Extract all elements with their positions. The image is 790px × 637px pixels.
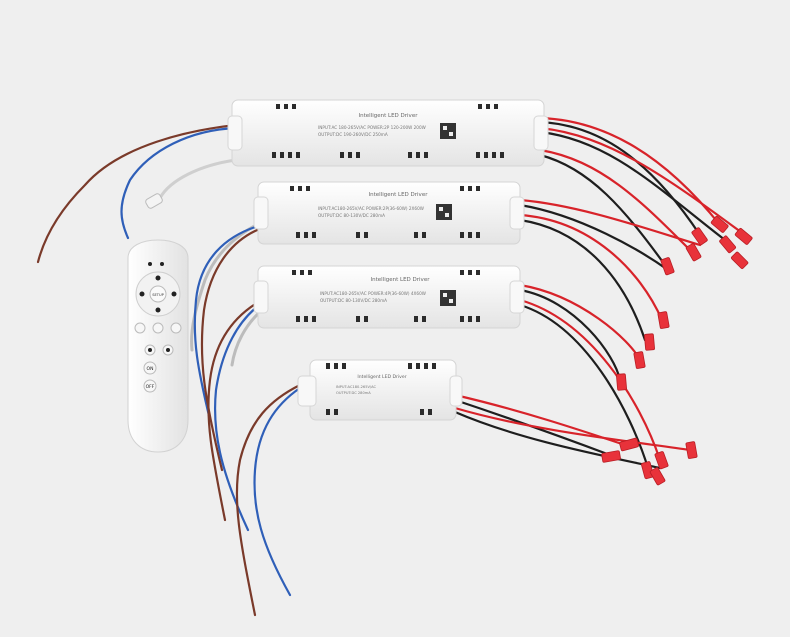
on-label: ON [147,366,154,372]
driver-2-spec-2: OUTPUT:DC 80-130V/DC 280mA [318,213,385,218]
setup-button [149,285,167,303]
led-driver-1: Intelligent LED Driver INPUT:AC 180-265V… [227,99,549,167]
driver-3-spec-1: INPUT:AC180-265V/AC POWER:4P(36-60W) 4X6… [320,291,426,296]
scene-button-1 [134,322,146,334]
night-icon [148,262,152,266]
driver-1-brand: Intelligent LED Driver [359,113,419,119]
brightness-down-icon [155,307,161,313]
output-wires [453,116,747,470]
driver-4-brand: Intelligent LED Driver [357,374,406,380]
driver-2-spec-1: INPUT:AC180-265V/AC POWER:2P(36-60W) 2X6… [318,206,424,211]
led-driver-4: Intelligent LED Driver INPUT:AC180-265V/… [297,359,463,421]
qr-code [440,123,456,139]
driver-3-spec-2: OUTPUT:DC 80-130V/DC 280mA [320,298,387,303]
scene-button-3 [170,322,182,334]
input-wires [36,123,302,617]
moon-icon [148,348,152,352]
driver-4-spec-2: OUTPUT:DC 280mA [336,391,371,395]
brightness-up-icon [155,275,161,281]
scene-button-2 [152,322,164,334]
off-button [143,379,157,393]
led-driver-3: Intelligent LED Driver INPUT:AC180-265V/… [253,265,525,329]
setup-label: SETUP [152,293,164,297]
mode-icon [160,262,164,266]
driver-1-spec-1: INPUT:AC 180-265V/AC POWER:2P 120-200W 2… [318,125,426,130]
cool-light-icon [171,291,177,297]
on-button [143,361,157,375]
sun-icon [166,348,170,352]
qr-code [440,290,456,306]
output-connectors [601,216,753,486]
driver-2-brand: Intelligent LED Driver [369,192,429,198]
warm-light-icon [139,291,145,297]
driver-1-spec-2: OUTPUT:DC 190-260V/DC 250mA [318,132,388,137]
driver-4-spec-1: INPUT:AC180-265V/AC [336,385,377,389]
driver-3-brand: Intelligent LED Driver [371,277,431,283]
remote-control: SETUP ON OFF [127,239,189,453]
qr-code [436,204,452,220]
off-label: OFF [146,384,155,390]
remote-icons [139,262,177,313]
led-driver-2: Intelligent LED Driver INPUT:AC180-265V/… [253,181,525,245]
